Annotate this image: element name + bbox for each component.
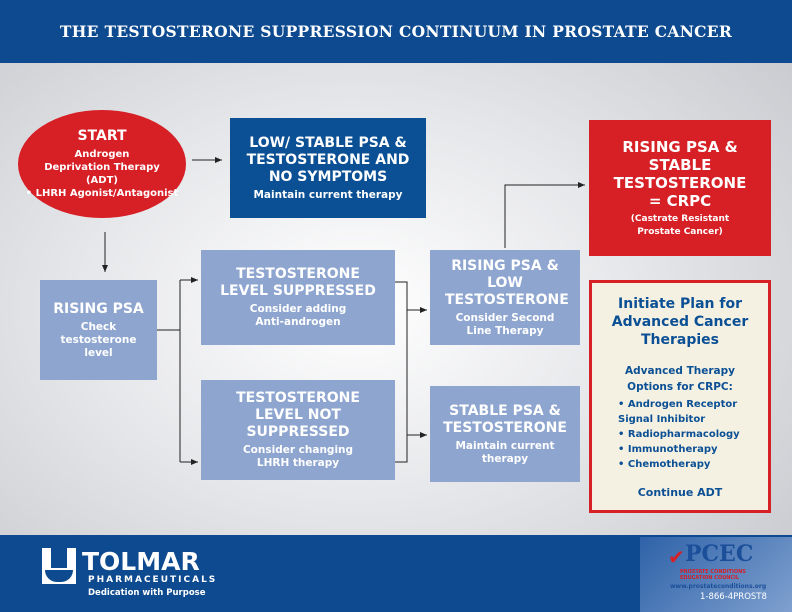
brand-name: TOLMAR [82, 547, 200, 576]
pcec-logo: PCEC ✔ PROSTATE CONDITIONS EDUCATION COU… [640, 537, 792, 612]
box-title: TESTOSTERONE LEVEL NOT SUPPRESSED [236, 390, 360, 440]
tolmar-mark-icon [42, 548, 76, 584]
start-node: START Androgen Deprivation Therapy (ADT)… [18, 110, 186, 218]
box-sub: Maintain current therapy [455, 439, 555, 465]
ribbon-icon: ✔ [668, 545, 685, 569]
box-sub: Consider Second Line Therapy [455, 311, 555, 337]
box-sub: Consider changing LHRH therapy [242, 444, 354, 469]
plan-title: Initiate Plan for Advanced Cancer Therap… [611, 296, 749, 348]
phone: 1-866-4PROST8 [700, 592, 767, 602]
box-title: TESTOSTERONE LEVEL SUPPRESSED [220, 266, 376, 299]
plan-option: • Chemotherapy [618, 459, 711, 470]
not-suppressed-box: TESTOSTERONE LEVEL NOT SUPPRESSED Consid… [201, 380, 395, 480]
pcec-name: PCEC [685, 541, 754, 567]
start-line: • LHRH Agonist/Antagonist [25, 188, 179, 199]
box-sub: Consider adding Anti-androgen [249, 303, 347, 328]
rising-psa-box: RISING PSA Check testosterone level [40, 280, 157, 380]
brand-sub: PHARMACEUTICALS [88, 575, 218, 585]
plan-option: • Immunotherapy [618, 444, 718, 455]
start-line: Androgen Deprivation Therapy (ADT) [44, 149, 160, 186]
crpc-box: RISING PSA & STABLE TESTOSTERONE = CRPC … [589, 120, 771, 256]
plan-footer: Continue ADT [637, 486, 723, 499]
box-title: STABLE PSA & TESTOSTERONE [443, 402, 567, 436]
box-title: LOW/ STABLE PSA & TESTOSTERONE AND NO SY… [246, 134, 410, 185]
box-title: RISING PSA & STABLE TESTOSTERONE = CRPC [613, 137, 747, 210]
advanced-plan-box: Initiate Plan for Advanced Cancer Therap… [589, 280, 771, 513]
suppressed-box: TESTOSTERONE LEVEL SUPPRESSED Consider a… [201, 250, 395, 345]
box-sub: Maintain current therapy [253, 188, 403, 201]
box-sub: Check testosterone level [60, 320, 137, 359]
box-title: RISING PSA & LOW TESTOSTERONE [445, 257, 569, 308]
box-title: RISING PSA [53, 300, 144, 317]
plan-option: • Androgen Receptor Signal Inhibitor [618, 399, 738, 425]
start-title: START [77, 128, 127, 144]
rising-low-box: RISING PSA & LOW TESTOSTERONE Consider S… [430, 250, 580, 345]
box-sub: (Castrate Resistant Prostate Cancer) [630, 213, 730, 237]
low-stable-box: LOW/ STABLE PSA & TESTOSTERONE AND NO SY… [230, 118, 426, 218]
pcec-sub: PROSTATE CONDITIONS EDUCATION COUNCIL [680, 569, 746, 581]
stable-psa-box: STABLE PSA & TESTOSTERONE Maintain curre… [430, 386, 580, 482]
page-title: THE TESTOSTERONE SUPPRESSION CONTINUUM I… [0, 0, 792, 63]
tagline: Dedication with Purpose [88, 588, 206, 598]
plan-options-title: Advanced Therapy Options for CRPC: [625, 365, 735, 393]
plan-option: • Radiopharmacology [618, 429, 740, 440]
pcec-url: www.prostateconditions.org [670, 583, 767, 590]
